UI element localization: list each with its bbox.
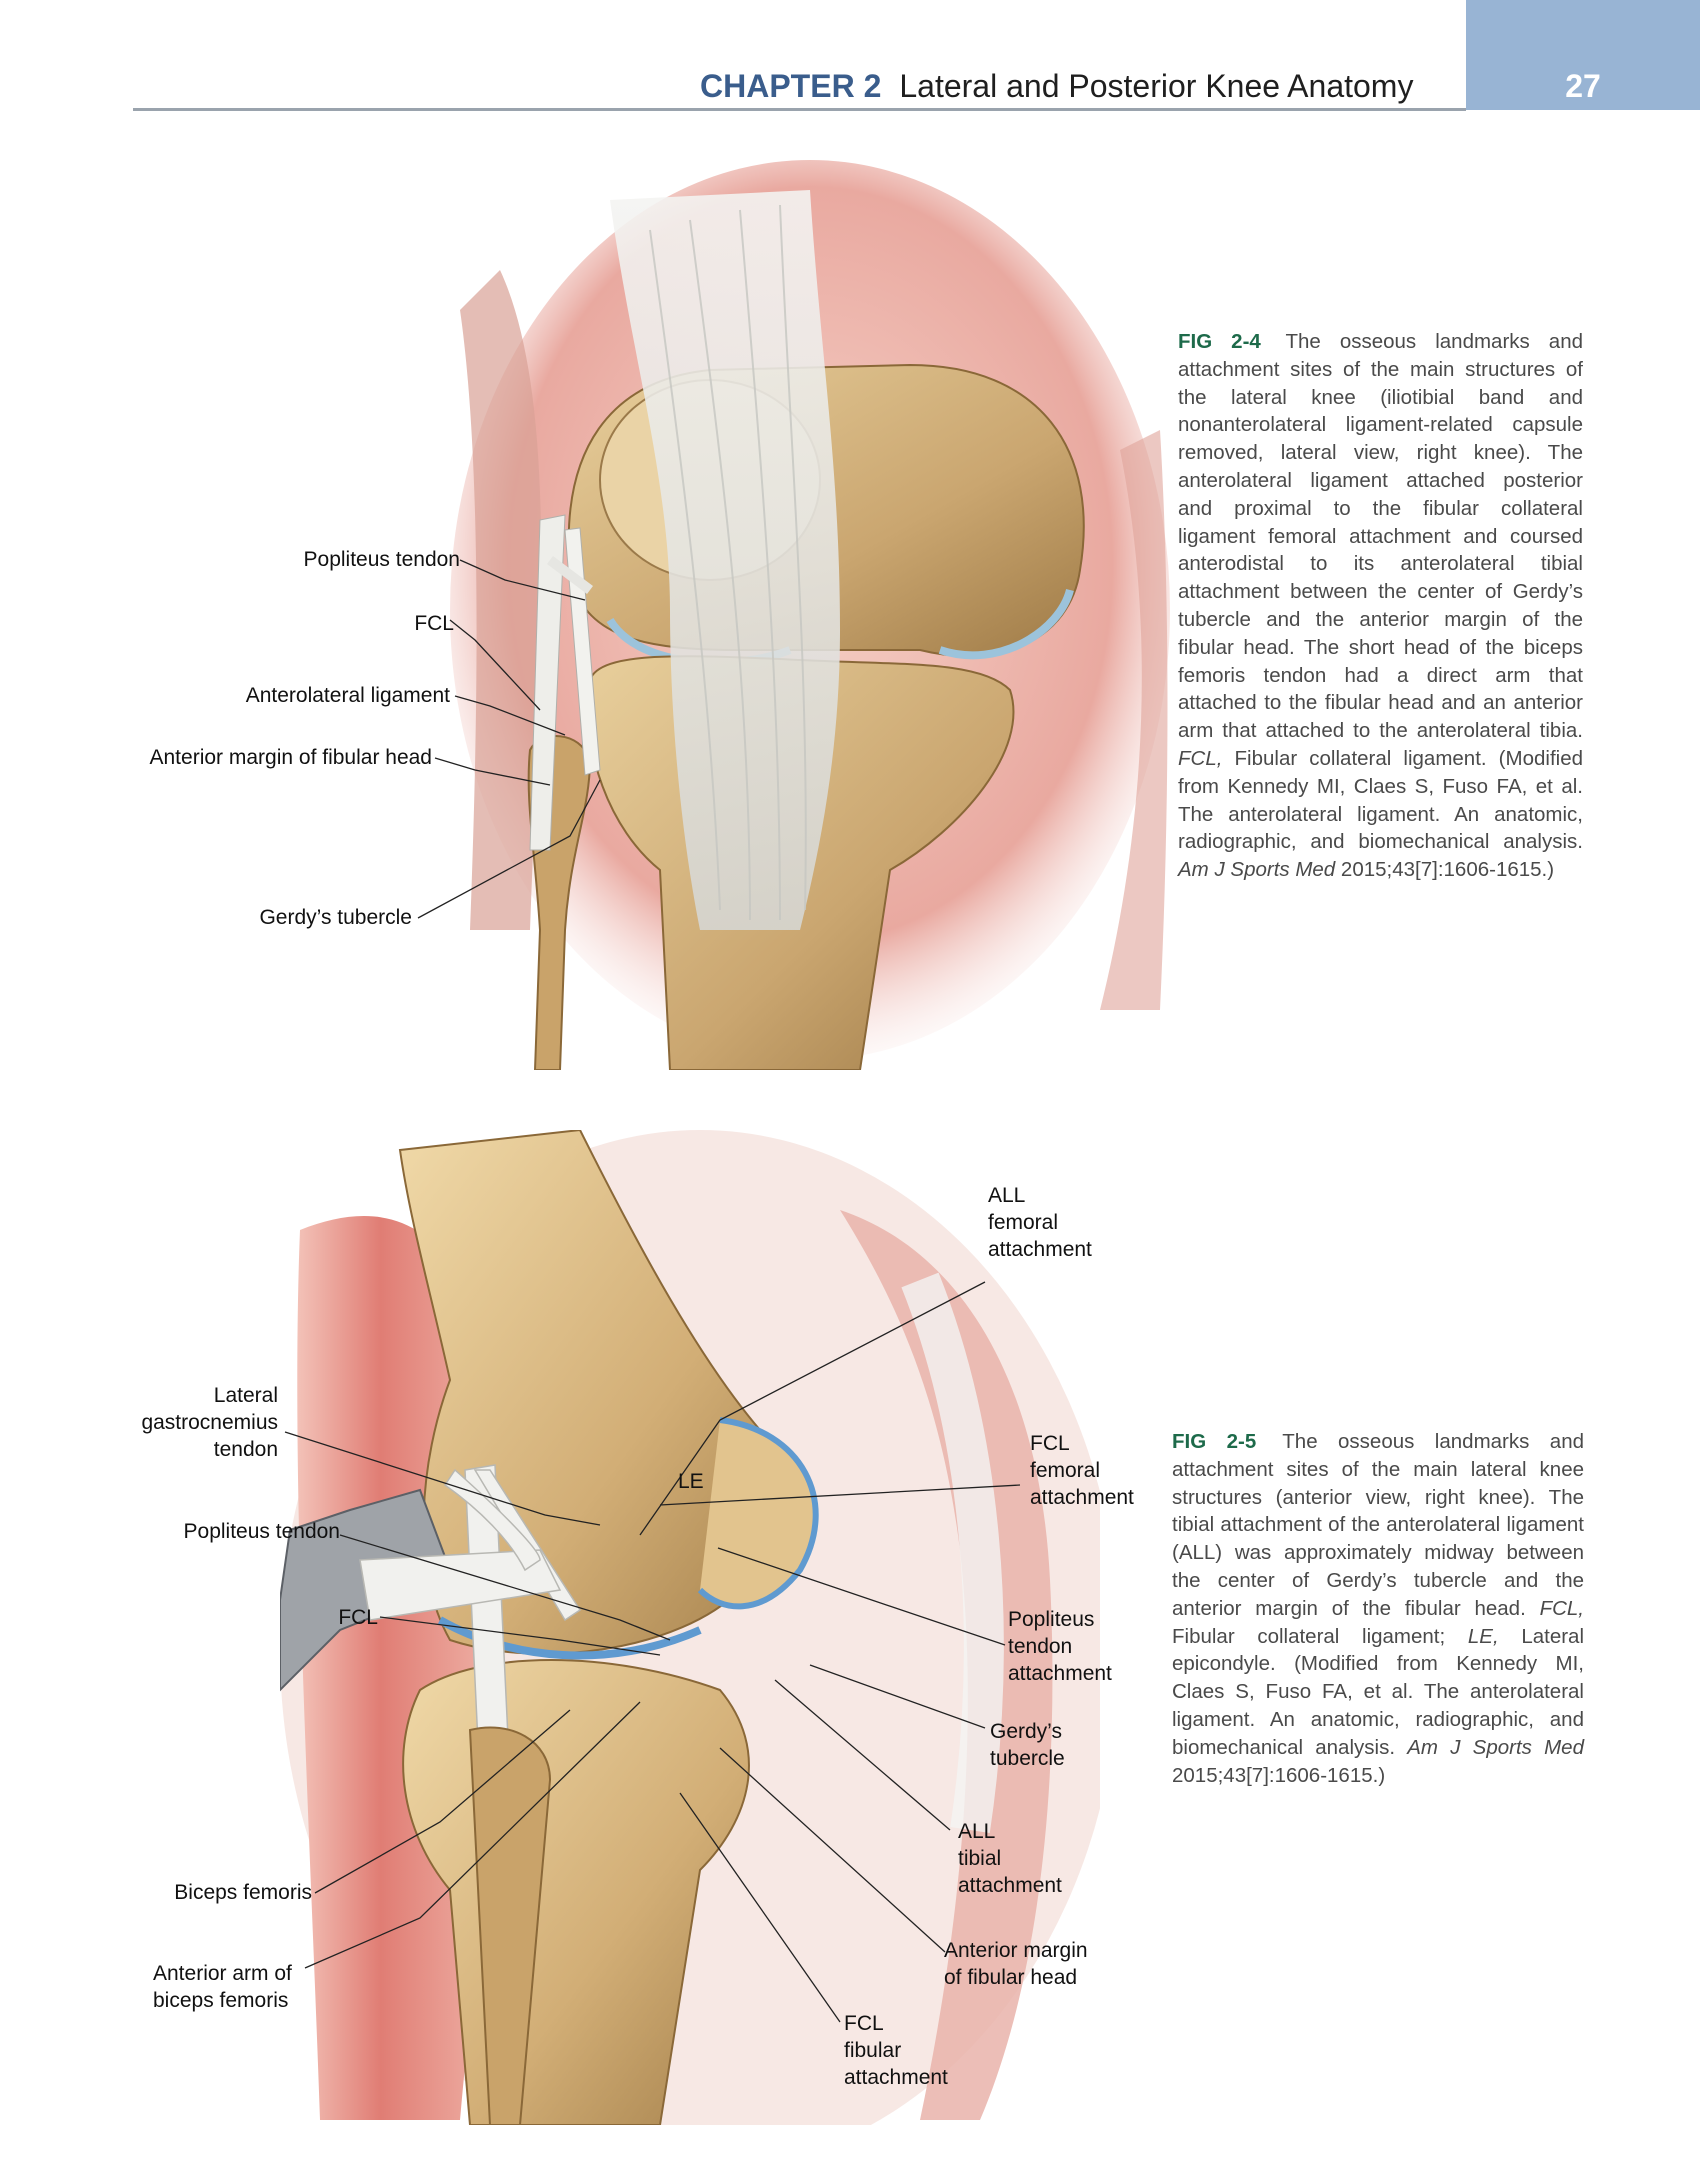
label-popliteus-tendon-bottom: Popliteus tendon — [183, 1520, 340, 1543]
figure-2-5-caption-text: The osseous landmarks and attachment sit… — [1172, 1430, 1584, 1620]
running-head: CHAPTER 2 Lateral and Posterior Knee Anat… — [700, 68, 1413, 105]
muscle-right — [840, 1210, 1053, 2120]
header-rule — [133, 108, 1466, 111]
label-gerdys-tubercle-top: Gerdy’s tubercle — [259, 906, 412, 929]
label-popliteus-tendon-top: Popliteus tendon — [303, 548, 460, 571]
figure-2-4-abbrev-def: Fibular collateral ligament. (Modified f… — [1178, 746, 1583, 854]
label-anterior-margin-fibular-head-top: Anterior margin of fibular head — [149, 746, 433, 769]
figure-2-5-abbrev-fcl: FCL, — [1539, 1596, 1584, 1620]
figure-2-5-caption: FIG 2-5 The osseous landmarks and attach… — [1172, 1428, 1584, 1789]
page-number-tab: 27 — [1466, 0, 1700, 110]
chapter-title: Lateral and Posterior Knee Anatomy — [899, 68, 1414, 104]
label-anterior-margin-fibular-head-bottom: Anterior margin of fibular head — [944, 1939, 1088, 1989]
label-fcl-femoral-attachment: FCL femoral attachment — [1030, 1432, 1134, 1509]
label-fcl-bottom: FCL — [338, 1606, 378, 1629]
figure-2-5-abbrev-fcl-def: Fibular collateral ligament; — [1172, 1624, 1446, 1648]
figure-2-5-abbrev-le-def: Lateral epicondyle. (Modified from Kenne… — [1172, 1624, 1585, 1759]
label-fcl-top: FCL — [414, 612, 454, 635]
figure-2-5-label: FIG 2-5 — [1172, 1430, 1257, 1453]
label-biceps-femoris: Biceps femoris — [174, 1881, 312, 1904]
figure-2-4-illustration — [450, 160, 1170, 1070]
label-le: LE — [678, 1470, 704, 1493]
page-number: 27 — [1565, 68, 1601, 104]
label-all-femoral-attachment: ALL femoral attachment — [988, 1184, 1092, 1261]
figure-2-4-journal: Am J Sports Med — [1178, 858, 1336, 882]
figure-2-5-journal: Am J Sports Med — [1407, 1735, 1584, 1759]
figure-2-5-citation: 2015;43[7]:1606-1615.) — [1172, 1763, 1386, 1787]
label-lateral-gastrocnemius-tendon: Lateral gastrocnemius tendon — [141, 1384, 278, 1461]
label-popliteus-tendon-attachment: Popliteus tendon attachment — [1008, 1608, 1112, 1685]
label-fcl-fibular-attachment: FCL fibular attachment — [844, 2012, 948, 2089]
chapter-label: CHAPTER 2 — [700, 68, 882, 104]
figure-2-4-caption: FIG 2-4 The osseous landmarks and attach… — [1178, 328, 1583, 884]
label-anterior-arm-biceps-femoris: Anterior arm of biceps femoris — [153, 1962, 292, 2012]
label-all-tibial-attachment: ALL tibial attachment — [958, 1820, 1062, 1897]
figure-2-4-label: FIG 2-4 — [1178, 330, 1261, 353]
patellar-tendon — [610, 190, 840, 930]
figure-2-4-caption-text: The osseous landmarks and attachment sit… — [1178, 330, 1583, 743]
figure-2-4-abbrev: FCL, — [1178, 746, 1223, 770]
label-anterolateral-ligament: Anterolateral ligament — [245, 684, 450, 707]
figure-2-5-abbrev-le: LE, — [1467, 1624, 1499, 1648]
figure-2-4-citation: 2015;43[7]:1606-1615.) — [1340, 858, 1555, 882]
label-gerdys-tubercle-bottom: Gerdy’s tubercle — [990, 1720, 1065, 1770]
